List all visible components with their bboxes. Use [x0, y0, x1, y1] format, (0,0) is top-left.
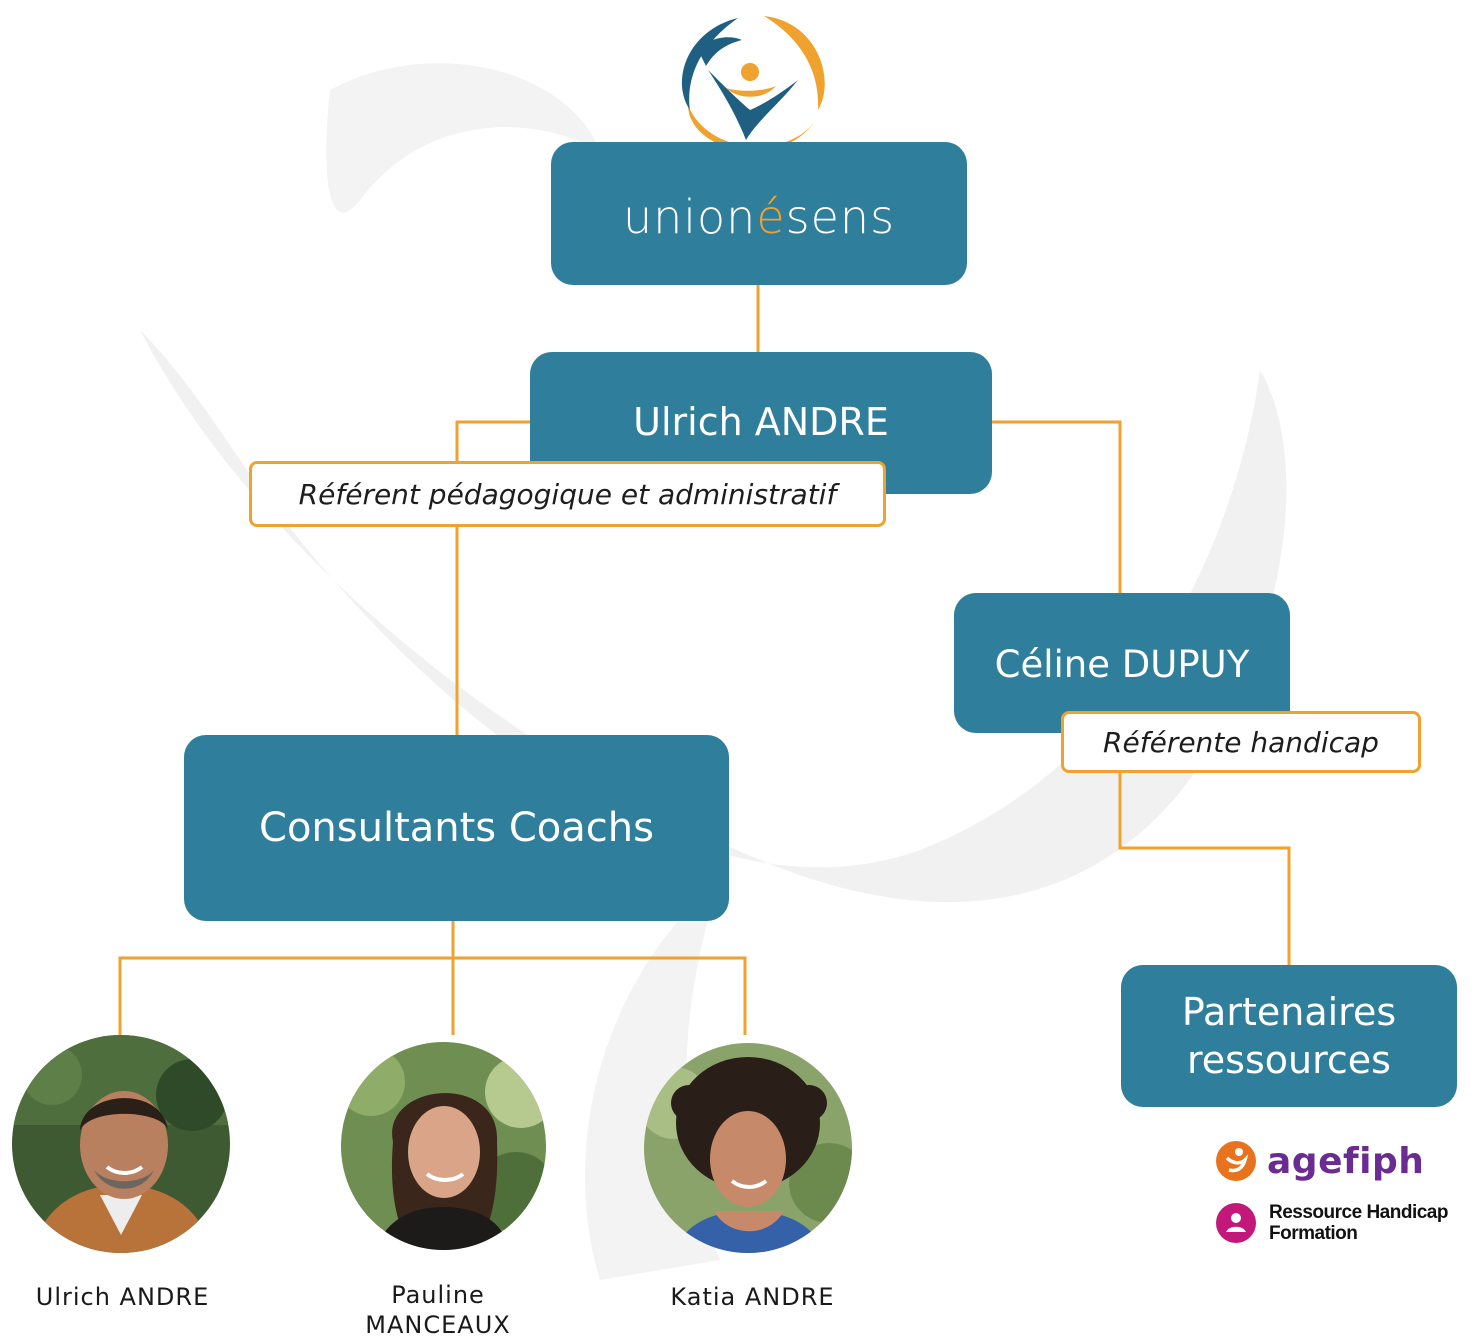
agefiph-wordmark: agefiph	[1267, 1140, 1425, 1182]
brand-prefix: union	[622, 189, 757, 244]
avatar-katia	[644, 1043, 852, 1253]
person-name-pauline: Pauline MANCEAUX	[318, 1280, 558, 1340]
partners-label-line1: Partenaires	[1181, 990, 1397, 1034]
person-photo-katia	[644, 1043, 852, 1253]
coaches-box: Consultants Coachs	[184, 735, 729, 921]
person-name-pauline-line2: MANCEAUX	[365, 1311, 511, 1339]
unionesens-emblem	[676, 16, 825, 162]
agefiph-icon	[1216, 1141, 1256, 1181]
director-name: Ulrich ANDRE	[633, 400, 889, 444]
rhf-line1: Ressource Handicap	[1269, 1202, 1448, 1223]
person-name-katia-line1: Katia ANDRE	[670, 1283, 835, 1311]
person-photo-pauline	[341, 1042, 546, 1250]
disability-referent-name: Céline DUPUY	[994, 643, 1250, 686]
brand-suffix: sens	[785, 189, 896, 244]
coaches-label: Consultants Coachs	[259, 805, 654, 851]
person-name-ulrich-line1: Ulrich ANDRE	[35, 1283, 210, 1311]
partners-box: Partenaires ressources	[1121, 965, 1457, 1107]
disability-role-label: Référente handicap	[1103, 725, 1379, 759]
person-name-pauline-line1: Pauline	[391, 1281, 485, 1309]
disability-referent-box: Céline DUPUY	[954, 593, 1290, 733]
director-role-label: Référent pédagogique et administratif	[298, 477, 837, 511]
brand-wordmark: unionésens	[623, 190, 895, 244]
rhf-wordmark: Ressource Handicap Formation	[1269, 1202, 1448, 1244]
director-role-tag: Référent pédagogique et administratif	[249, 461, 886, 527]
rhf-line2: Formation	[1269, 1223, 1358, 1244]
rhf-logo: Ressource Handicap Formation	[1215, 1200, 1473, 1246]
person-name-katia: Katia ANDRE	[630, 1282, 875, 1312]
partners-label-line2: ressources	[1187, 1038, 1391, 1082]
person-photo-ulrich	[12, 1035, 230, 1253]
person-name-ulrich: Ulrich ANDRE	[0, 1282, 245, 1312]
brand-accent: é	[756, 189, 786, 244]
brand-box: unionésens	[551, 142, 967, 285]
avatar-ulrich	[12, 1035, 230, 1253]
disability-role-tag: Référente handicap	[1061, 711, 1421, 773]
rhf-icon	[1216, 1203, 1256, 1243]
avatar-pauline	[341, 1042, 546, 1250]
agefiph-logo: agefiph	[1215, 1136, 1435, 1186]
